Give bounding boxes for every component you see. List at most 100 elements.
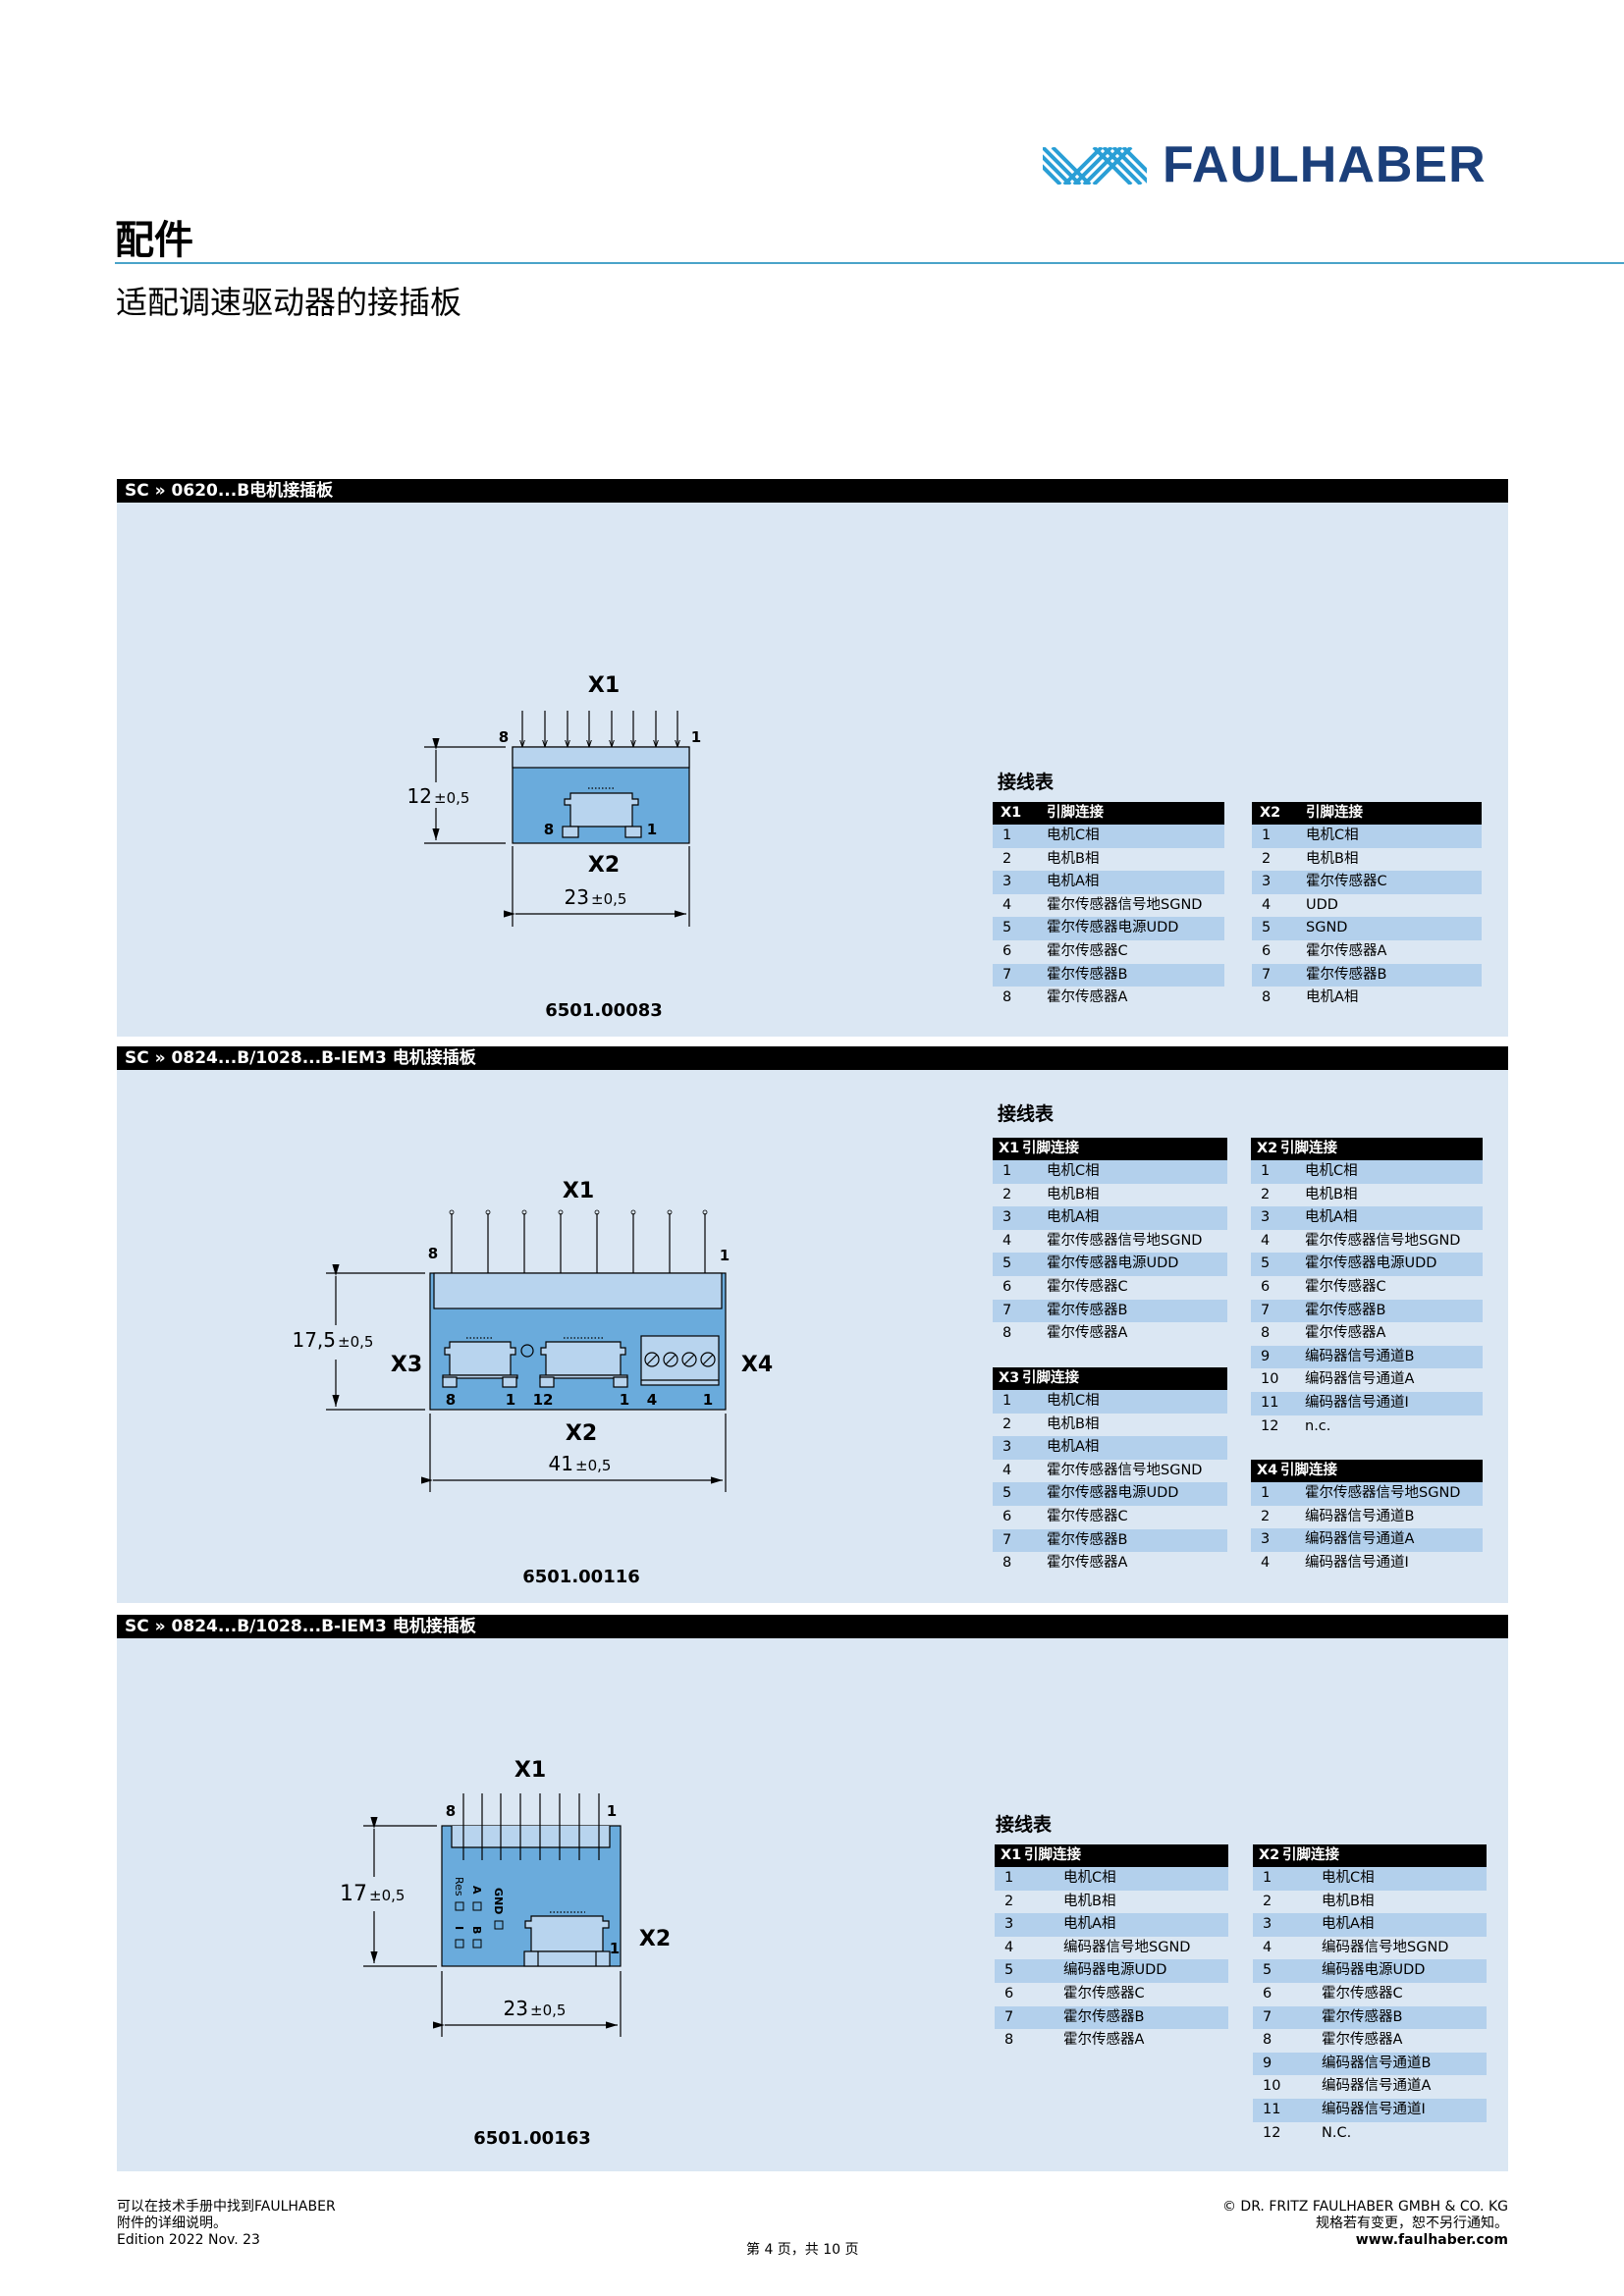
column-header: 引脚连接 [1022, 1370, 1079, 1386]
pin-function: 霍尔传感器信号地SGND [1047, 896, 1203, 913]
pin-function: 编码器信号通道B [1322, 2055, 1432, 2071]
pin-number: 11 [1263, 2101, 1281, 2117]
pin-number: 6 [1263, 1985, 1272, 2002]
pin-number: 5 [1002, 920, 1012, 936]
pin-function: 编码器信号通道B [1305, 1508, 1415, 1524]
pin-function: 霍尔传感器B [1306, 966, 1387, 983]
section-panel-0620 [117, 503, 1508, 1037]
faulhaber-logo: FAULHABER [1043, 137, 1514, 192]
pin-function: 电机B相 [1322, 1893, 1375, 1909]
pin-function: 霍尔传感器A [1305, 1325, 1386, 1342]
footer-edition: Edition 2022 Nov. 23 [117, 2232, 260, 2248]
table-row: 6 霍尔传感器C [993, 1506, 1227, 1529]
pin-function: 霍尔传感器信号地SGND [1305, 1485, 1461, 1501]
pin-function: 编码器信号通道B [1305, 1348, 1415, 1364]
pin-function: 霍尔传感器电源UDD [1047, 1485, 1179, 1502]
wiring-table-title: 接线表 [998, 1103, 1055, 1125]
pin-function: 电机A相 [1063, 1916, 1116, 1933]
pin-function: UDD [1306, 896, 1338, 913]
pin-number: 5 [1002, 1255, 1012, 1272]
pin-number: 7 [1002, 1302, 1012, 1318]
section-panel-0824-b [117, 1638, 1508, 2171]
pin-number: 7 [1263, 2008, 1272, 2025]
pin-number: 5 [1002, 1485, 1012, 1502]
pin-function: 霍尔传感器电源UDD [1305, 1255, 1437, 1272]
pin-number: 4 [1002, 896, 1012, 913]
pin-function: 电机B相 [1047, 1186, 1100, 1202]
table-row: 7 霍尔传感器B [1252, 963, 1482, 988]
pin-number: 7 [1004, 2008, 1014, 2025]
pin-number: 6 [1002, 1278, 1012, 1295]
pin-function: SGND [1306, 920, 1348, 936]
pin-number: 6 [1262, 942, 1272, 959]
pin-number: 1 [1262, 828, 1272, 843]
title-divider [115, 262, 1624, 264]
footer-note: 可以在技术手册中找到FAULHABER 附件的详细说明。 Edition 202… [117, 2199, 336, 2249]
connector-id: X3 [999, 1370, 1020, 1386]
pin-function: 霍尔传感器电源UDD [1047, 920, 1179, 936]
pin-number: 2 [1263, 1893, 1272, 1909]
pin-number: 8 [1004, 2032, 1014, 2049]
pin-function: 霍尔传感器信号地SGND [1047, 1462, 1203, 1478]
pin-number: 10 [1263, 2078, 1281, 2095]
pin-number: 3 [1261, 1209, 1271, 1226]
pin-number: 3 [1002, 1439, 1012, 1456]
pin-function: 电机C相 [1305, 1163, 1358, 1179]
column-header: 引脚连接 [1282, 1847, 1339, 1863]
pin-function: 电机C相 [1047, 1393, 1100, 1409]
pin-function: 霍尔传感器B [1305, 1302, 1386, 1318]
pin-function: 编码器电源UDD [1322, 1962, 1426, 1979]
pin-function: 电机A相 [1047, 874, 1100, 890]
pin-number: 7 [1262, 966, 1272, 983]
pin-number: 4 [1261, 1232, 1271, 1249]
section-header-0824-b: SC » 0824...B/1028...B-IEM3 电机接插板 [117, 1615, 1508, 1638]
pin-number: 2 [1002, 850, 1012, 867]
pin-number: 3 [1262, 874, 1272, 890]
table-row: 5 霍尔传感器电源UDD [993, 917, 1224, 940]
connector-id: X2 [1257, 1141, 1278, 1156]
pin-number: 11 [1261, 1394, 1279, 1411]
connector-id: X2 [1260, 805, 1281, 821]
pin-function: 霍尔传感器信号地SGND [1047, 1232, 1203, 1249]
footer-disclaimer: 规格若有变更，恕不另行通知。 [1316, 2216, 1508, 2231]
pin-number: 8 [1261, 1325, 1271, 1342]
pin-function: 电机A相 [1322, 1916, 1375, 1933]
pin-number: 8 [1002, 1555, 1012, 1572]
pin-number: 6 [1002, 1508, 1012, 1524]
column-header: 引脚连接 [1280, 1141, 1337, 1156]
pin-number: 8 [1002, 1325, 1012, 1342]
pin-function: 霍尔传感器C [1047, 1508, 1128, 1524]
pin-number: 8 [1262, 989, 1272, 1006]
pin-function: 电机B相 [1047, 1415, 1100, 1432]
pin-number: 3 [1261, 1531, 1271, 1548]
pin-function: 电机C相 [1063, 1870, 1116, 1886]
footer-website[interactable]: www.faulhaber.com [1355, 2232, 1508, 2248]
page-title: 配件 [115, 218, 193, 263]
pin-function: 电机B相 [1306, 850, 1359, 867]
pin-function: 电机C相 [1047, 828, 1100, 843]
pin-function: 电机A相 [1305, 1209, 1358, 1226]
pin-number: 2 [1004, 1893, 1014, 1909]
